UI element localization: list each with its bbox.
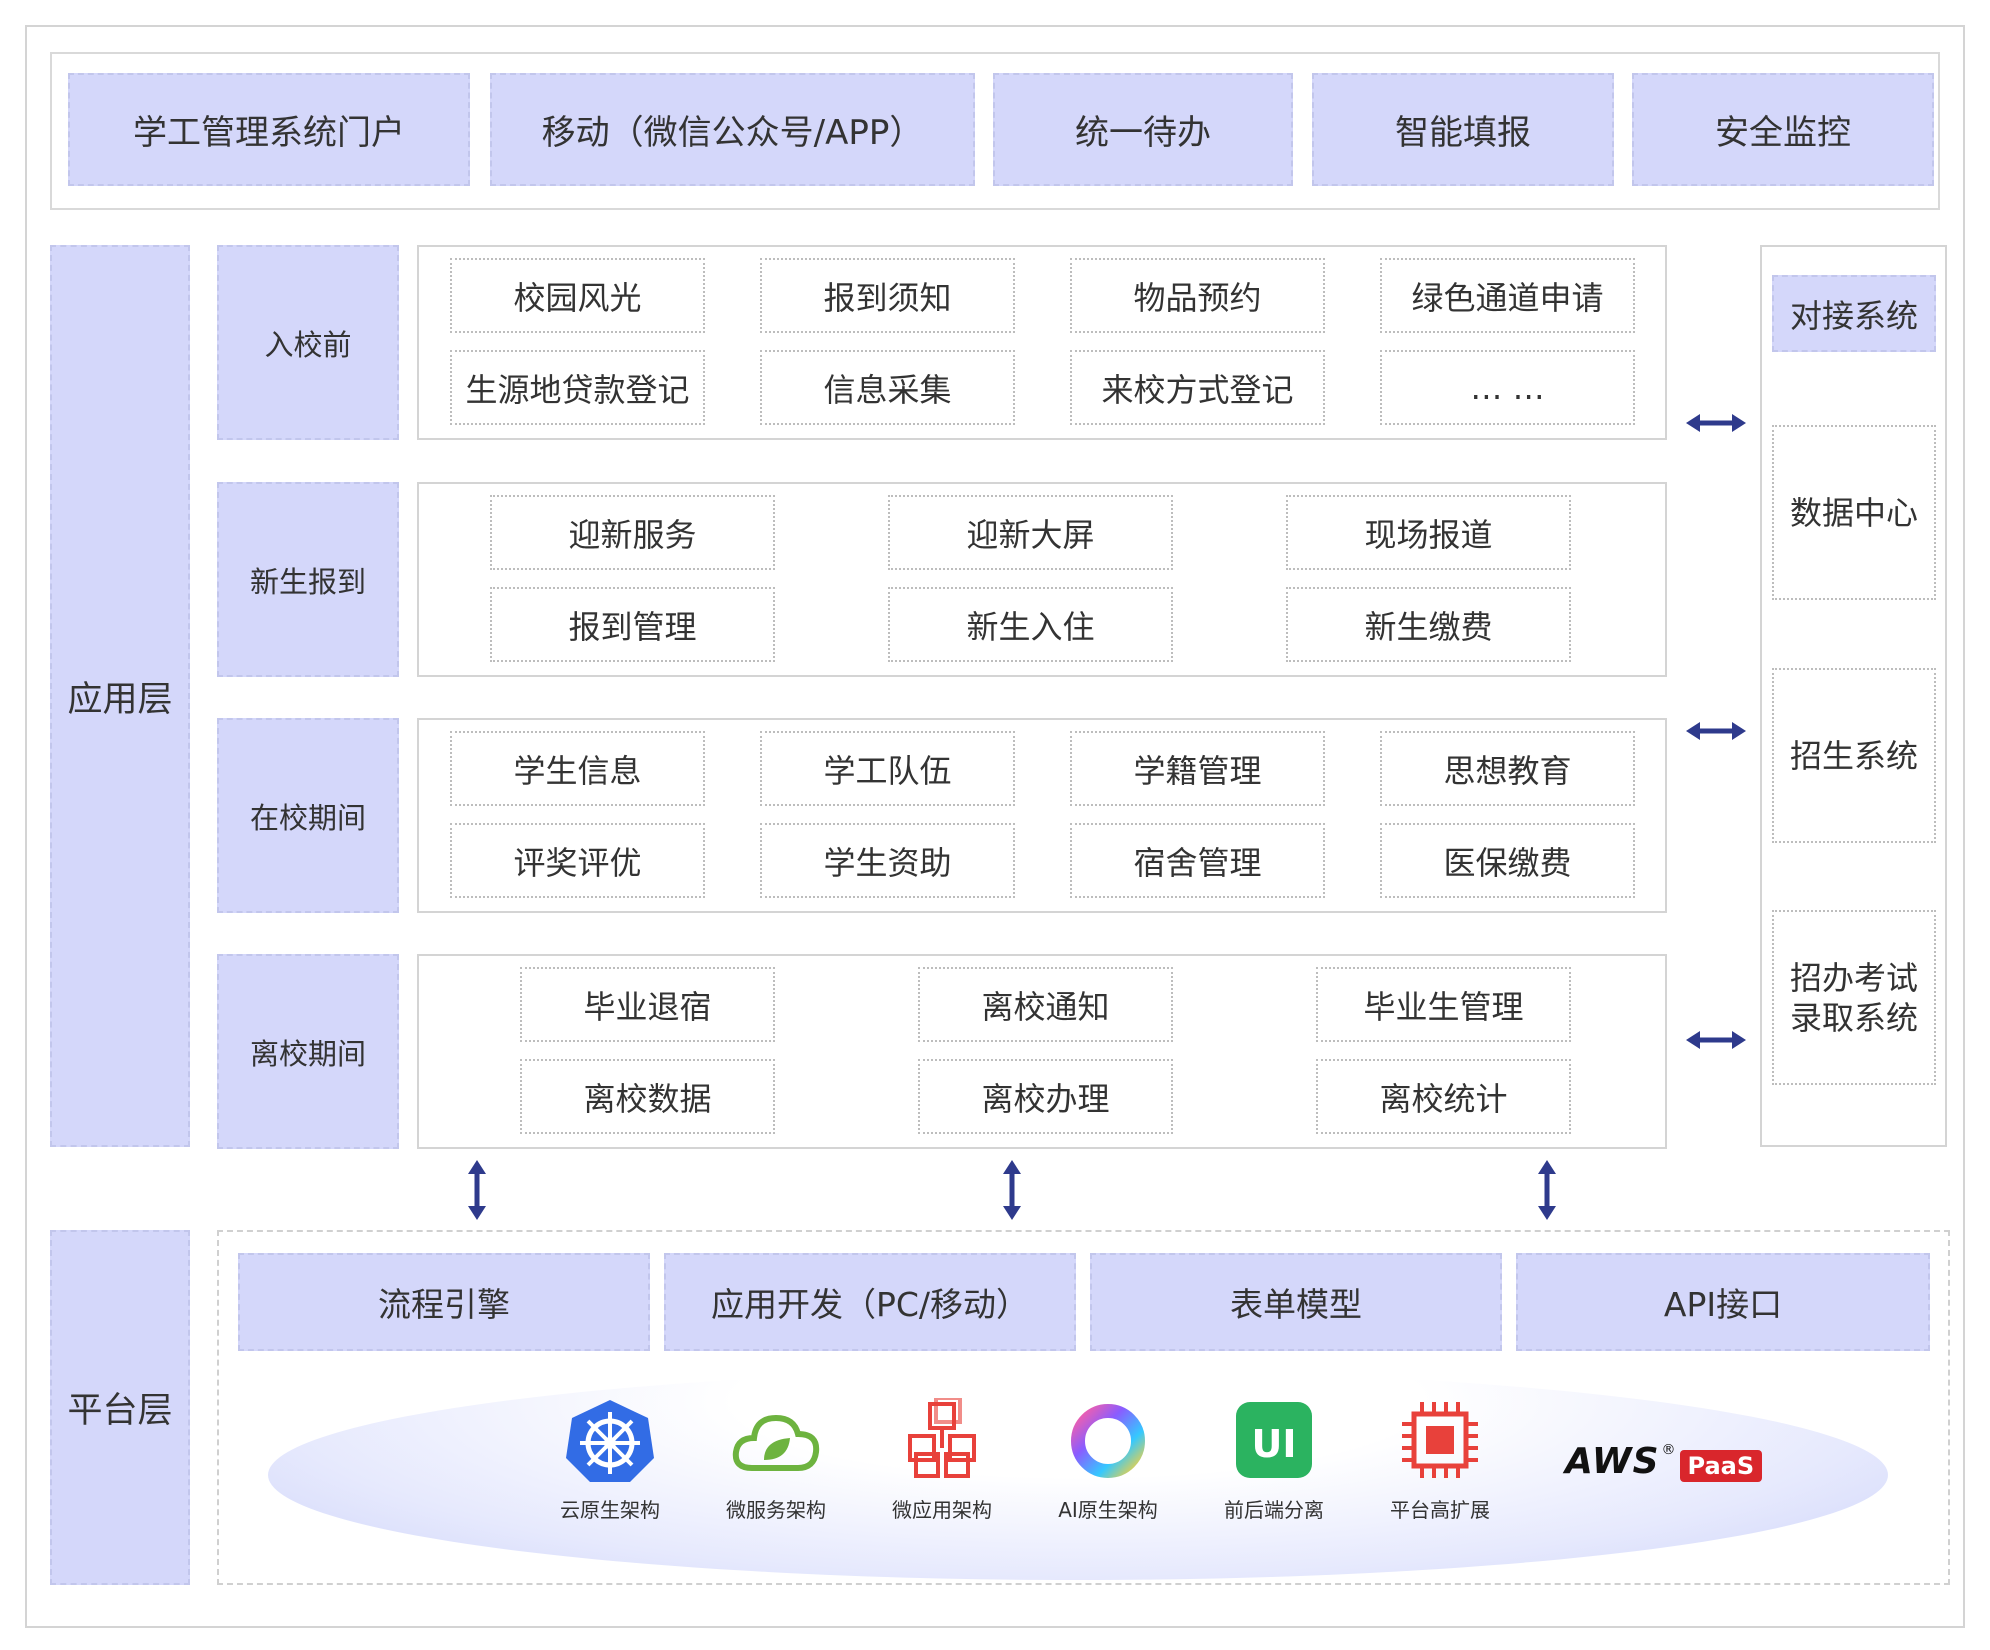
module-process-engine: 流程引擎 bbox=[238, 1253, 650, 1351]
diagram-frame bbox=[25, 25, 1965, 1628]
smart-fill-box: 智能填报 bbox=[1312, 73, 1614, 186]
paas-badge: PaaS bbox=[1679, 1450, 1763, 1482]
item-dorm-management: 宿舍管理 bbox=[1070, 823, 1325, 898]
item-registration-management: 报到管理 bbox=[490, 587, 775, 662]
item-freshman-housing: 新生入住 bbox=[888, 587, 1173, 662]
item-arrival-method: 来校方式登记 bbox=[1070, 350, 1325, 425]
tech-label: 微应用架构 bbox=[892, 1498, 992, 1522]
aws-paas-logo: AWS ® PaaS bbox=[1565, 1440, 1765, 1490]
chip-icon bbox=[1402, 1402, 1478, 1478]
kubernetes-icon bbox=[566, 1400, 654, 1482]
item-enrollment-status: 学籍管理 bbox=[1070, 731, 1325, 806]
item-financial-aid: 学生资助 bbox=[760, 823, 1015, 898]
platform-panel bbox=[217, 1230, 1950, 1585]
item-freshman-payment: 新生缴费 bbox=[1286, 587, 1571, 662]
ai-ring-icon bbox=[1071, 1404, 1145, 1478]
portal-box: 学工管理系统门户 bbox=[68, 73, 470, 186]
double-arrow-horizontal-2 bbox=[1686, 722, 1746, 740]
spring-cloud-icon bbox=[732, 1414, 820, 1471]
app-layer-label: 应用层 bbox=[50, 245, 190, 1147]
tech-label: 微服务架构 bbox=[726, 1498, 826, 1522]
item-welcome-screen: 迎新大屏 bbox=[888, 495, 1173, 570]
item-student-info: 学生信息 bbox=[450, 731, 705, 806]
tech-label: 平台高扩展 bbox=[1390, 1498, 1490, 1522]
double-arrow-horizontal-3 bbox=[1686, 1031, 1746, 1049]
item-leaving-process: 离校办理 bbox=[918, 1059, 1173, 1134]
item-ideological-education: 思想教育 bbox=[1380, 731, 1635, 806]
item-registration-notice: 报到须知 bbox=[760, 258, 1015, 333]
tech-microapp: 微应用架构 bbox=[862, 1398, 1022, 1523]
phase-in-school: 在校期间 bbox=[217, 718, 399, 913]
double-arrow-vertical-2 bbox=[1003, 1160, 1021, 1220]
tech-foundation-ellipse bbox=[268, 1370, 1888, 1580]
item-student-loan: 生源地贷款登记 bbox=[450, 350, 705, 425]
item-goods-reservation: 物品预约 bbox=[1070, 258, 1325, 333]
todo-box: 统一待办 bbox=[993, 73, 1293, 186]
item-more: … … bbox=[1380, 350, 1635, 425]
double-arrow-vertical-3 bbox=[1538, 1160, 1556, 1220]
integration-title: 对接系统 bbox=[1772, 275, 1936, 352]
item-awards: 评奖评优 bbox=[450, 823, 705, 898]
cubes-icon bbox=[908, 1398, 976, 1478]
platform-layer-label: 平台层 bbox=[50, 1230, 190, 1585]
ui-icon: UI bbox=[1236, 1402, 1312, 1478]
system-admissions: 招生系统 bbox=[1772, 668, 1936, 843]
aws-logo-text: AWS bbox=[1565, 1441, 1660, 1482]
item-leaving-notice: 离校通知 bbox=[918, 967, 1173, 1042]
svg-text:UI: UI bbox=[1252, 1422, 1297, 1466]
item-medical-insurance: 医保缴费 bbox=[1380, 823, 1635, 898]
phase-leaving-school: 离校期间 bbox=[217, 954, 399, 1149]
module-form-model: 表单模型 bbox=[1090, 1253, 1502, 1351]
item-graduate-management: 毕业生管理 bbox=[1316, 967, 1571, 1042]
item-green-channel: 绿色通道申请 bbox=[1380, 258, 1635, 333]
item-onsite-checkin: 现场报道 bbox=[1286, 495, 1571, 570]
tech-cloud-native: 云原生架构 bbox=[530, 1398, 690, 1523]
double-arrow-horizontal-1 bbox=[1686, 414, 1746, 432]
tech-high-scalability: 平台高扩展 bbox=[1360, 1398, 1520, 1523]
item-leaving-data: 离校数据 bbox=[520, 1059, 775, 1134]
security-monitor-box: 安全监控 bbox=[1632, 73, 1934, 186]
tech-label: 前后端分离 bbox=[1224, 1498, 1324, 1522]
module-api-interface: API接口 bbox=[1516, 1253, 1930, 1351]
item-welcome-service: 迎新服务 bbox=[490, 495, 775, 570]
phase-freshman-registration: 新生报到 bbox=[217, 482, 399, 677]
tech-frontend-backend: UI 前后端分离 bbox=[1194, 1398, 1354, 1523]
registered-mark: ® bbox=[1661, 1442, 1676, 1458]
item-leaving-statistics: 离校统计 bbox=[1316, 1059, 1571, 1134]
tech-ai-native: AI原生架构 bbox=[1028, 1398, 1188, 1523]
integration-panel bbox=[1760, 245, 1947, 1147]
tech-label: 云原生架构 bbox=[560, 1498, 660, 1522]
module-app-development: 应用开发（PC/移动） bbox=[664, 1253, 1076, 1351]
tech-label: AI原生架构 bbox=[1058, 1498, 1158, 1522]
item-staff-team: 学工队伍 bbox=[760, 731, 1015, 806]
item-info-collection: 信息采集 bbox=[760, 350, 1015, 425]
system-data-center: 数据中心 bbox=[1772, 425, 1936, 600]
top-bar bbox=[50, 52, 1940, 210]
item-campus-scenery: 校园风光 bbox=[450, 258, 705, 333]
mobile-box: 移动（微信公众号/APP） bbox=[490, 73, 975, 186]
phase-pre-arrival: 入校前 bbox=[217, 245, 399, 440]
item-graduate-checkout: 毕业退宿 bbox=[520, 967, 775, 1042]
system-exam-admission: 招办考试录取系统 bbox=[1772, 910, 1936, 1085]
tech-microservice: 微服务架构 bbox=[696, 1398, 856, 1523]
double-arrow-vertical-1 bbox=[468, 1160, 486, 1220]
